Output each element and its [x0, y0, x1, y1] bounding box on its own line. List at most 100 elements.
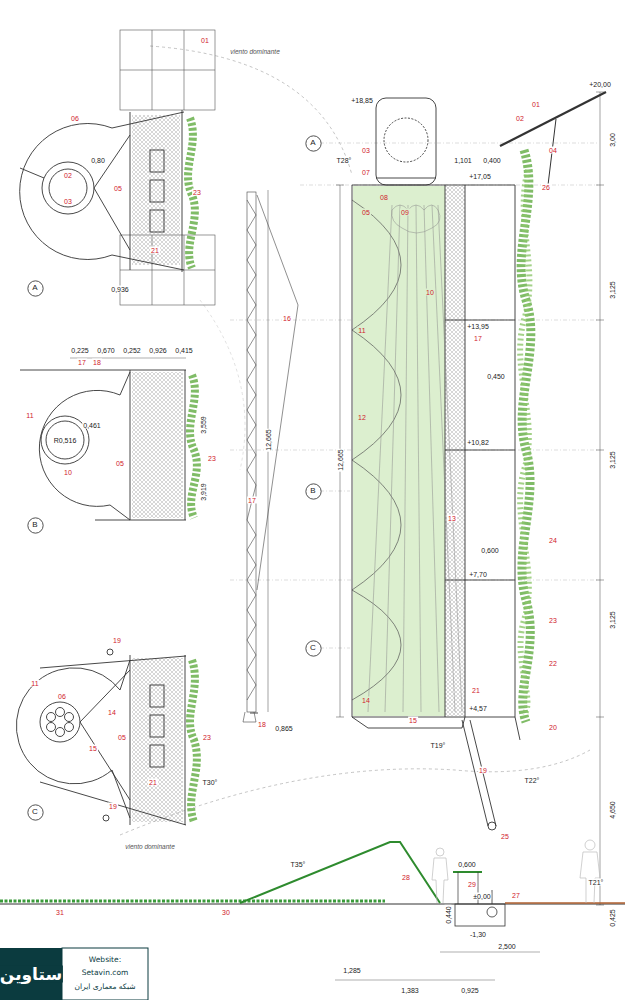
dimension: 0,461 [82, 422, 102, 429]
dimension: T22° [524, 777, 541, 784]
marker-letter: B [32, 521, 37, 529]
dimension: 0,670 [96, 347, 116, 354]
dimension: 0,415 [174, 347, 194, 354]
callout-number: 14 [107, 709, 117, 716]
callout-number: 12 [357, 414, 367, 421]
dimension: 0,225 [70, 347, 90, 354]
callout-number: 03 [63, 198, 73, 205]
callout-number: 16 [282, 315, 292, 322]
callout-number: 28 [401, 874, 411, 881]
dimension: 12,665 [337, 448, 344, 471]
callout-number: 31 [55, 909, 65, 916]
dimension: 1,285 [342, 967, 362, 974]
callout-number: 04 [548, 147, 558, 154]
marker-letter: B [310, 487, 315, 495]
callout-number: 01 [531, 101, 541, 108]
dimension: T30° [202, 779, 219, 786]
dimension: 4,650 [609, 800, 616, 820]
dimension: 1,101 [453, 157, 473, 164]
dimension: T28° [336, 157, 353, 164]
dimension: 0,865 [274, 725, 294, 732]
callout-number: 14 [361, 697, 371, 704]
dimension: +18,85 [350, 97, 374, 104]
callout-number: 11 [30, 680, 39, 687]
dimension: 0,936 [110, 286, 130, 293]
callout-number: 17 [247, 497, 257, 504]
dimension: 0,600 [480, 547, 500, 554]
callout-number: 06 [70, 115, 80, 122]
callout-number: 13 [447, 515, 457, 522]
dimension: 0,440 [445, 905, 452, 925]
wind-note: viento dominante [229, 49, 281, 56]
callout-number: 15 [408, 717, 418, 724]
callout-number: 18 [257, 721, 267, 728]
watermark: Setavin.com [81, 969, 130, 977]
callout-number: 07 [361, 169, 371, 176]
dimension: 0,450 [486, 373, 506, 380]
callout-number: 20 [548, 724, 558, 731]
dimension: 3,559 [200, 415, 207, 435]
callout-number: 17 [473, 335, 483, 342]
callout-number: 05 [115, 460, 125, 467]
dimension: -1,30 [469, 931, 487, 938]
callout-number: 24 [548, 537, 558, 544]
callout-number: 10 [63, 469, 73, 476]
dimension: T19° [430, 742, 447, 749]
callout-number: 06 [57, 693, 67, 700]
callout-number: 15 [88, 745, 98, 752]
section-marker: A [27, 280, 44, 297]
callout-number: 19 [112, 637, 122, 644]
dimension: 0,925 [460, 987, 480, 994]
marker-letter: C [310, 644, 316, 652]
callout-number: 21 [148, 779, 158, 786]
callout-number: 23 [548, 617, 558, 624]
dimension: +10,82 [466, 439, 490, 446]
callout-number: 05 [361, 209, 371, 216]
callout-number: 05 [117, 734, 127, 741]
callout-number: 10 [425, 289, 435, 296]
callout-number: 18 [92, 359, 102, 366]
callout-number: 21 [471, 687, 481, 694]
marker-letter: A [32, 284, 37, 292]
callout-number: 25 [500, 833, 510, 840]
dimension: 3,00 [609, 132, 616, 148]
dimension: +7,70 [468, 571, 488, 578]
callout-number: 03 [361, 147, 371, 154]
dimension: ±0,00 [472, 893, 491, 900]
callout-number: 02 [515, 115, 525, 122]
dimension: +20,00 [588, 81, 612, 88]
marker-outline [305, 483, 320, 498]
dimension: 2,500 [497, 943, 517, 950]
dimension: +17,05 [468, 173, 492, 180]
dimension: T21° [588, 879, 605, 886]
section-marker: C [27, 804, 44, 821]
dimension: 1,383 [400, 987, 420, 994]
watermark: Website: [88, 956, 122, 964]
watermark: ستاوین [0, 966, 63, 983]
callout-number: 01 [200, 37, 210, 44]
callout-number: 22 [548, 660, 558, 667]
callout-number: 17 [77, 359, 87, 366]
callout-number: 11 [357, 327, 366, 334]
callout-number: 19 [108, 803, 118, 810]
callout-number: 29 [467, 881, 477, 888]
dimension: 0,400 [482, 157, 502, 164]
marker-outline [305, 640, 320, 655]
dimension: 0,600 [457, 861, 477, 868]
callout-number: 02 [63, 172, 73, 179]
dimension: 3,919 [200, 482, 207, 502]
marker-outline [27, 280, 42, 295]
callout-number: 23 [202, 734, 212, 741]
callout-number: 05 [113, 185, 123, 192]
callout-number: 11 [25, 412, 34, 419]
dimension: T35° [290, 861, 307, 868]
marker-letter: C [32, 808, 38, 816]
dimension: 3,125 [609, 610, 616, 630]
callout-number: 08 [379, 194, 389, 201]
dimension: +4,57 [468, 705, 488, 712]
section-marker: C [305, 640, 322, 657]
section-marker: B [27, 517, 44, 534]
callout-number: 19 [478, 767, 488, 774]
dimension: +13,95 [466, 323, 490, 330]
callout-number: 09 [400, 209, 410, 216]
